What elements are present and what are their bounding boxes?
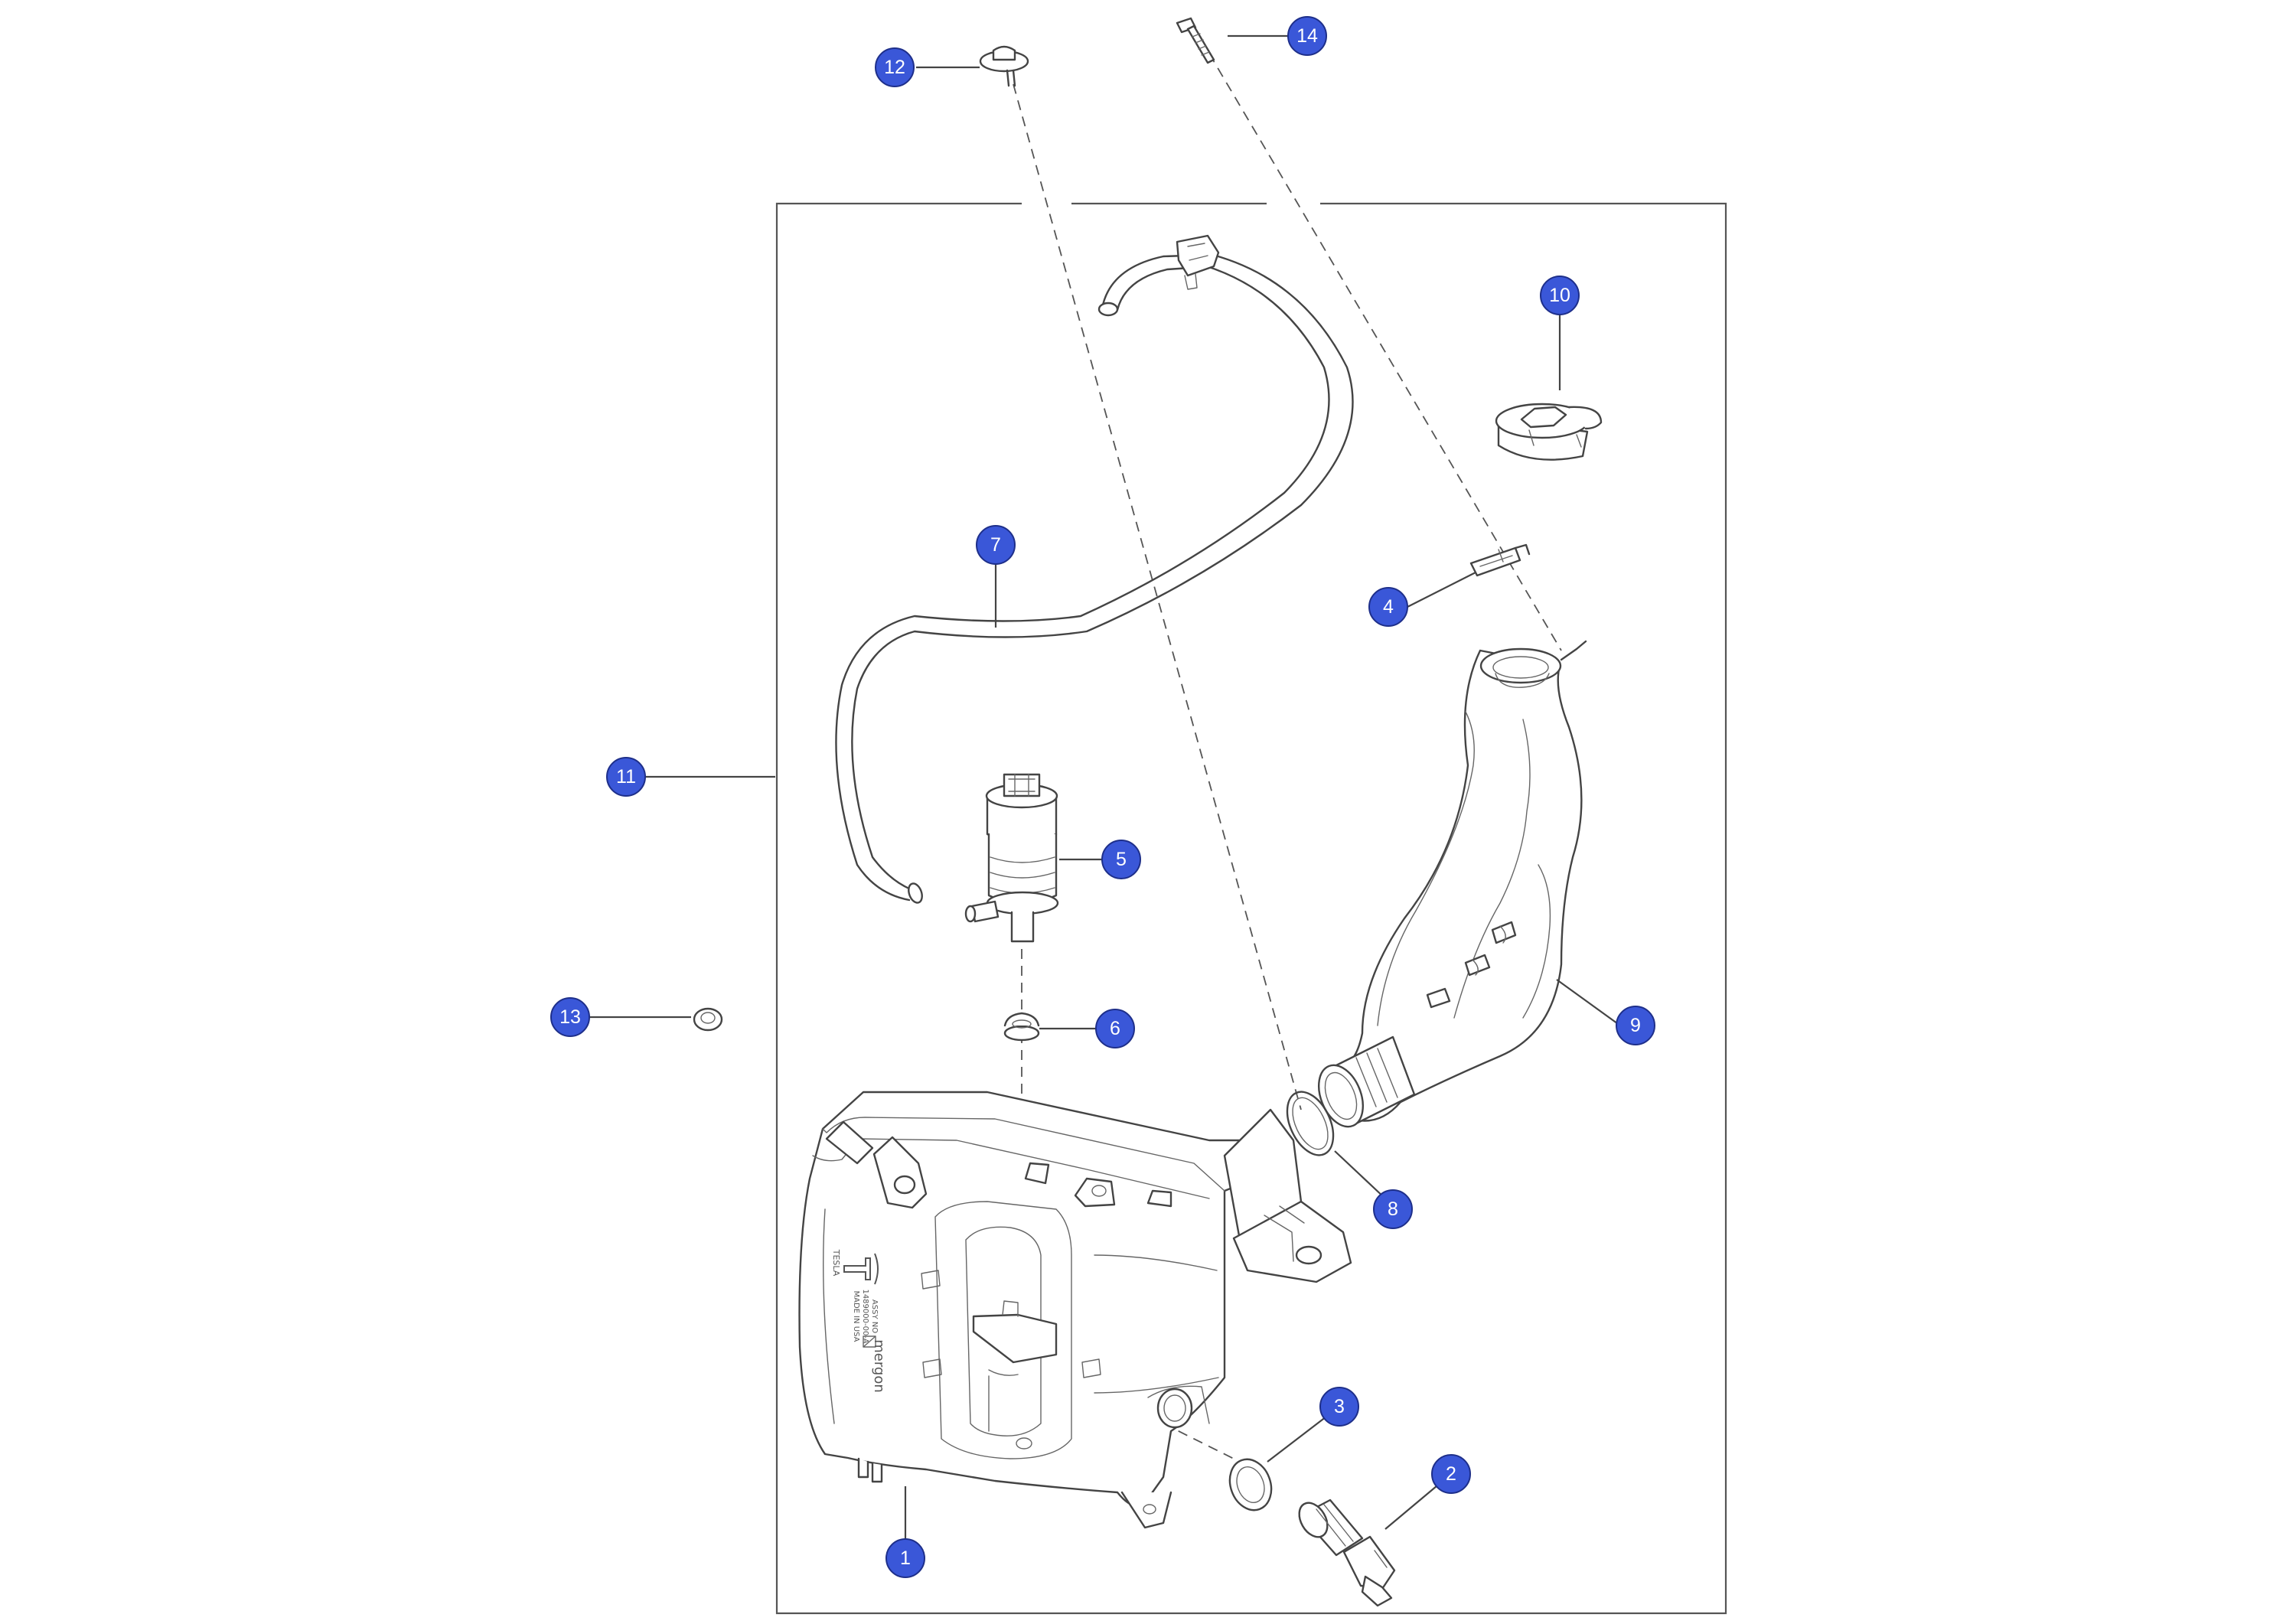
svg-text:TESLA: TESLA <box>831 1249 841 1277</box>
svg-text:5: 5 <box>1116 849 1127 870</box>
callout-9: 9 <box>1616 1006 1655 1045</box>
o-ring-seal <box>1286 1091 1335 1156</box>
svg-text:7: 7 <box>990 534 1001 556</box>
callout-13: 13 <box>550 997 590 1037</box>
level-sensor <box>1298 1498 1396 1607</box>
callout-6: 6 <box>1095 1009 1135 1048</box>
callout-4: 4 <box>1368 587 1408 627</box>
callout-2: 2 <box>1431 1454 1471 1494</box>
svg-text:13: 13 <box>559 1006 581 1028</box>
callout-1: 1 <box>885 1538 925 1578</box>
svg-text:mergon: mergon <box>871 1339 887 1393</box>
callout-5: 5 <box>1101 840 1141 879</box>
svg-text:2: 2 <box>1446 1463 1456 1485</box>
washer-hose <box>835 234 1354 904</box>
washer-reservoir: TESLA ASSY NO 1489000-00-A MADE IN USA m… <box>798 1091 1352 1529</box>
bolt <box>1176 17 1215 64</box>
svg-text:12: 12 <box>884 57 905 78</box>
callout-14: 14 <box>1287 16 1327 56</box>
callout-11: 11 <box>606 757 646 797</box>
flange-nut <box>693 1007 723 1032</box>
callout-12: 12 <box>875 47 915 87</box>
pump-grommet <box>1003 1012 1040 1042</box>
svg-text:1489000-00-A: 1489000-00-A <box>861 1289 869 1343</box>
assembly-frame <box>775 202 1727 1615</box>
svg-text:11: 11 <box>616 766 636 788</box>
level-sensor-seal <box>1228 1458 1273 1511</box>
svg-text:3: 3 <box>1334 1396 1345 1417</box>
svg-text:14: 14 <box>1296 25 1318 47</box>
callout-3: 3 <box>1319 1387 1359 1427</box>
svg-text:1: 1 <box>900 1547 911 1569</box>
svg-text:10: 10 <box>1549 285 1570 306</box>
tank-markings: TESLA <box>831 1249 879 1285</box>
svg-text:ASSY NO: ASSY NO <box>870 1300 879 1333</box>
push-clip <box>979 45 1029 87</box>
washer-pump <box>964 773 1059 943</box>
svg-text:MADE IN USA: MADE IN USA <box>852 1291 860 1342</box>
retaining-clip <box>1469 543 1531 577</box>
filler-neck <box>1318 640 1587 1128</box>
svg-text:6: 6 <box>1110 1018 1120 1039</box>
callout-7: 7 <box>976 525 1016 565</box>
svg-text:9: 9 <box>1630 1015 1641 1036</box>
svg-text:4: 4 <box>1383 596 1394 618</box>
svg-text:8: 8 <box>1388 1198 1398 1220</box>
callout-10: 10 <box>1540 276 1580 315</box>
filler-cap <box>1495 403 1603 461</box>
callout-8: 8 <box>1373 1189 1413 1229</box>
